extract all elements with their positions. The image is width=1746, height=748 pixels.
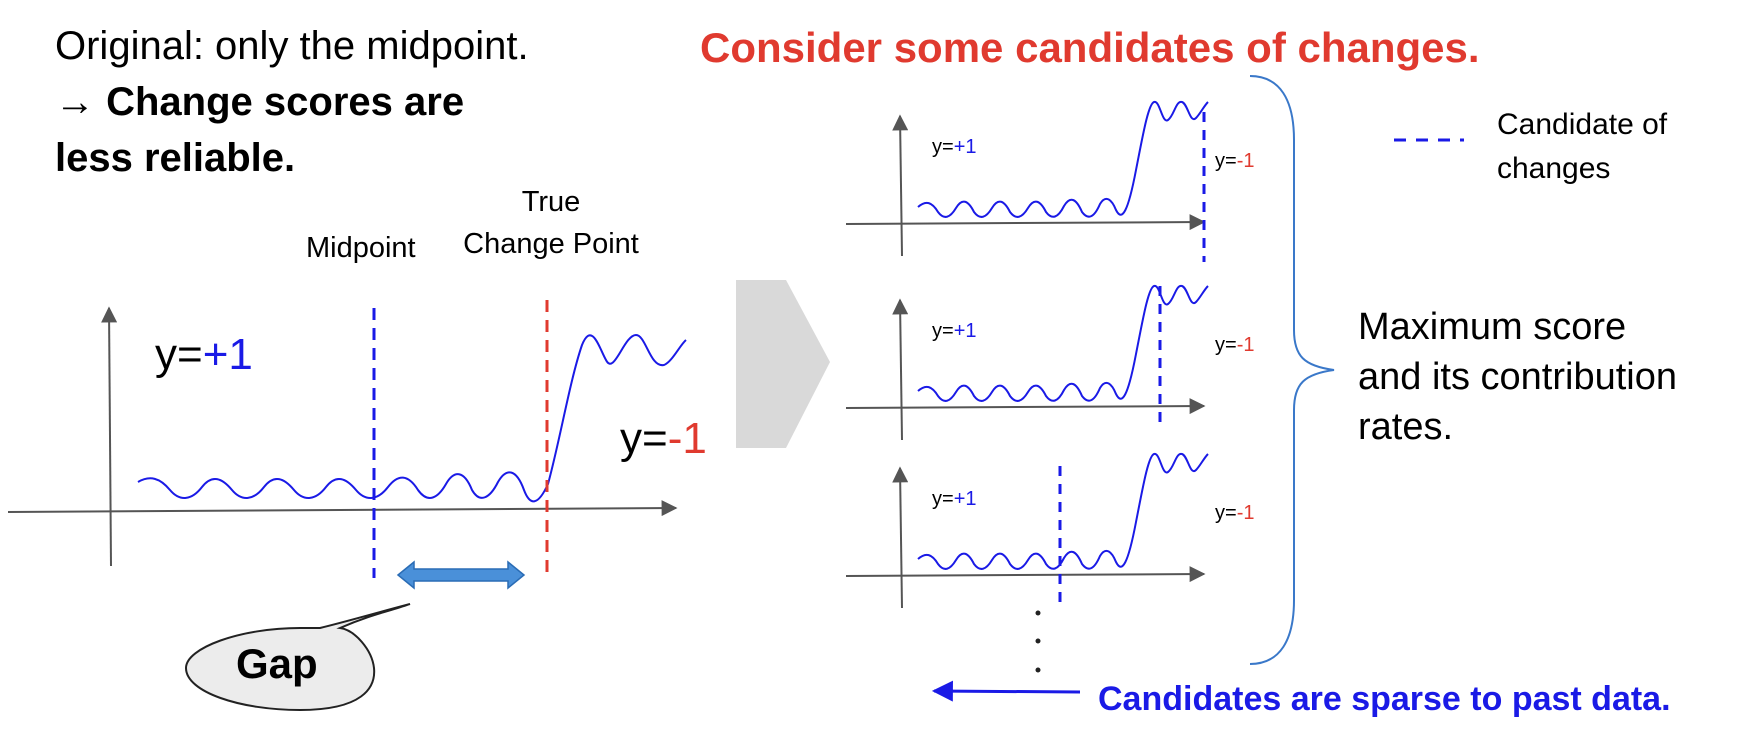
sparse-left-arrow (931, 680, 1081, 702)
small-plot-3-y-negative-label: y=-1 (1215, 502, 1255, 524)
gap-label: Gap (236, 640, 318, 687)
left-signal-curve (137, 333, 687, 503)
left-y-negative-label: y=-1 (620, 414, 707, 463)
small-plot-1-y-negative-label: y=-1 (1215, 150, 1255, 172)
intro-line-1: Original: only the midpoint. (55, 24, 529, 68)
chevron-arrow-icon (736, 280, 830, 448)
right-curly-brace (1249, 75, 1335, 665)
legend-label-line-1: Candidate of (1497, 108, 1668, 141)
left-y-positive-label: y=+1 (155, 330, 253, 379)
small-plot-3 (845, 452, 1209, 610)
continuation-dots (1035, 610, 1041, 673)
small-plot-1-x-axis (845, 214, 1206, 231)
left-y-axis (101, 306, 118, 567)
intro-line-2: → Change scores are (55, 80, 465, 124)
small-plot-2 (845, 284, 1209, 441)
true-label: True (521, 186, 581, 218)
small-plot-2-y-axis (892, 298, 909, 441)
summary-line-2: and its contribution (1358, 356, 1677, 398)
small-plot-2-y-positive-label: y=+1 (932, 320, 977, 342)
summary-line-3: rates. (1358, 406, 1454, 448)
gap-speech-bubble (184, 603, 411, 712)
summary-line-1: Maximum score (1358, 306, 1627, 348)
heading: Consider some candidates of changes. (700, 24, 1480, 71)
small-plot-1-y-positive-label: y=+1 (932, 136, 977, 158)
gap-double-arrow (396, 560, 526, 590)
left-plot (7, 300, 687, 712)
small-plot-3-y-positive-label: y=+1 (932, 488, 977, 510)
legend-label-line-2: changes (1497, 152, 1611, 185)
sparse-note: Candidates are sparse to past data. (1098, 680, 1671, 718)
small-plot-1-y-axis (892, 114, 909, 257)
small-plot-3-curve (917, 452, 1209, 570)
small-plot-2-x-axis (845, 398, 1206, 415)
small-plot-3-y-axis (892, 466, 909, 609)
small-plot-2-y-negative-label: y=-1 (1215, 334, 1255, 356)
small-plot-1-curve (917, 100, 1209, 218)
small-plot-3-x-axis (845, 566, 1206, 583)
left-x-axis (7, 500, 678, 517)
small-plot-2-curve (917, 284, 1209, 402)
intro-line-3: less reliable. (55, 136, 296, 180)
midpoint-label: Midpoint (306, 232, 416, 264)
change-point-label: Change Point (463, 228, 639, 260)
small-plot-1 (845, 100, 1209, 262)
